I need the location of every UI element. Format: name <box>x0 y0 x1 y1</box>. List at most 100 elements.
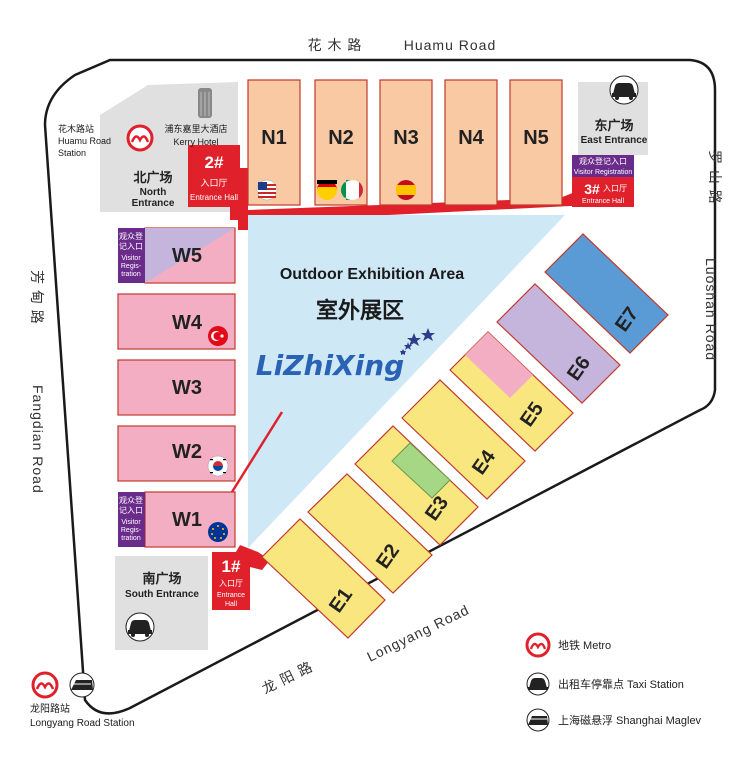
metro-icon <box>525 632 551 658</box>
hall-w5-lavender-part <box>145 228 235 283</box>
road-north-en: Huamu Road <box>404 37 497 53</box>
taxi-icon <box>609 75 639 105</box>
vr-w1-en2: Regis- <box>121 527 142 534</box>
metro-icon <box>31 671 59 699</box>
hall-label-w4: W4 <box>172 312 203 334</box>
entrance-hall-2-en: Entrance Hall <box>190 193 238 202</box>
vr-east-en: Visitor Registration <box>574 169 633 176</box>
hall-label-n1: N1 <box>261 127 287 149</box>
marker-label: LiZhiXing <box>256 349 404 382</box>
legend-taxi: 出租车停靠点 Taxi Station <box>558 677 684 691</box>
italy-flag-icon <box>341 180 363 200</box>
entrance-hall-2-cn: 入口厅 <box>200 178 227 188</box>
taxi-icon <box>526 672 550 696</box>
entrance-hall-2-num: 2# <box>205 153 224 172</box>
hall-label-w1: W1 <box>172 509 202 531</box>
us-flag-icon <box>256 179 278 201</box>
hall-e3[interactable] <box>354 425 479 546</box>
hall-e7[interactable] <box>544 233 669 354</box>
east-corridor <box>248 190 590 222</box>
vr-w5-cn2: 记入口 <box>119 242 143 251</box>
entrance-hall-3[interactable] <box>572 177 634 207</box>
entrance-hall-1[interactable] <box>212 552 250 610</box>
vr-w5-en1: Visitor <box>121 255 141 262</box>
vr-w5-en3: tration <box>121 271 141 278</box>
entrance-hall-1-num: 1# <box>222 557 241 576</box>
korea-flag-icon <box>207 455 229 477</box>
hall-e3-green-area <box>391 442 451 499</box>
vr-w1-cn1: 观众登 <box>119 495 143 505</box>
hotel-building-icon <box>198 88 212 118</box>
star-icon <box>400 328 435 355</box>
legend-maglev: 上海磁悬浮 Shanghai Maglev <box>558 713 702 727</box>
outdoor-label-en: Outdoor Exhibition Area <box>280 266 464 283</box>
taxi-icon <box>125 612 155 642</box>
maglev-icon <box>69 672 95 698</box>
hall-w3[interactable] <box>117 359 236 416</box>
outdoor-label-cn: 室外展区 <box>316 298 404 323</box>
road-east-cn: 罗 山 路 <box>707 150 723 205</box>
road-north-cn: 花 木 路 <box>308 37 363 53</box>
east-entrance-en: East Entrance <box>581 135 648 146</box>
entrance-hall-3-en: Entrance Hall <box>582 198 624 205</box>
vr-w1-en1: Visitor <box>121 519 141 526</box>
hall-label-n4: N4 <box>458 127 484 149</box>
outdoor-exhibition-area <box>248 215 565 548</box>
vr-w1-cn2: 记入口 <box>119 506 143 515</box>
legend: 地铁 Metro 出租车停靠点 Taxi Station 上海磁悬浮 Shang… <box>525 632 702 732</box>
hall-e1[interactable] <box>261 518 386 639</box>
hall-label-n3: N3 <box>393 127 419 149</box>
longyang-station-en: Longyang Road Station <box>30 718 135 729</box>
entrance-hall-3-num: 3# <box>584 181 600 197</box>
north-entrance-en1: North <box>140 187 167 198</box>
visitor-registration-w1[interactable] <box>118 492 145 547</box>
hall-e2[interactable] <box>307 473 433 594</box>
huamu-station-en1: Huamu Road <box>58 136 111 146</box>
maglev-icon <box>526 708 550 732</box>
hall-label-n5: N5 <box>523 127 549 149</box>
hall-label-w3: W3 <box>172 377 202 399</box>
north-entrance-cn: 北广场 <box>133 170 172 185</box>
vr-w5-en2: Regis- <box>121 263 142 270</box>
huamu-station-en2: Station <box>58 148 86 158</box>
entrance-hall-2[interactable] <box>188 145 240 207</box>
hall-e4[interactable] <box>401 379 526 500</box>
hall-label-w2: W2 <box>172 441 202 463</box>
hall-e6[interactable] <box>496 283 621 404</box>
entrance-hall-3-cn: 入口厅 <box>603 184 627 193</box>
west-corridor <box>230 205 248 220</box>
eu-flag-icon <box>208 522 228 542</box>
entrance-hall-1-cn: 入口厅 <box>219 579 243 588</box>
huamu-station-cn: 花木路站 <box>58 123 94 134</box>
south-entrance-cn: 南广场 <box>142 571 181 586</box>
vr-east-cn: 观众登记入口 <box>579 156 627 166</box>
visitor-registration-w5[interactable] <box>118 228 145 283</box>
hotel-name-en: Kerry Hotel <box>173 137 218 147</box>
hall-n5[interactable] <box>509 79 563 206</box>
entrance-hall-1-en1: Entrance <box>217 592 245 599</box>
road-east-en: Luoshan Road <box>703 258 719 361</box>
germany-flag-icon <box>317 180 337 200</box>
visitor-registration-east[interactable] <box>572 155 634 177</box>
east-entrance-cn: 东广场 <box>594 118 633 133</box>
road-south-en: Longyang Road <box>364 601 472 664</box>
hall-label-n2: N2 <box>328 127 354 149</box>
vr-w5-cn1: 观众登 <box>119 231 143 241</box>
turkey-flag-icon <box>208 326 228 346</box>
hall-label-w5: W5 <box>172 245 202 267</box>
hotel-name-cn: 浦东嘉里大酒店 <box>164 123 227 134</box>
south-entrance-en: South Entrance <box>125 589 199 600</box>
north-entrance-en2: Entrance <box>132 198 175 209</box>
road-west-cn: 芳 甸 路 <box>29 270 45 325</box>
vr-w1-en3: tration <box>121 535 141 542</box>
road-south-cn: 龙 阳 路 <box>259 658 315 696</box>
hall-n4[interactable] <box>444 79 498 206</box>
road-west-en: Fangdian Road <box>30 385 46 494</box>
metro-icon <box>126 124 154 152</box>
entrance-hall-1-en2: Hall <box>225 601 238 608</box>
legend-metro: 地铁 Metro <box>558 639 611 652</box>
hall-e5-pink-part <box>465 332 533 398</box>
longyang-station-cn: 龙阳路站 <box>30 702 70 715</box>
spain-flag-icon <box>396 180 416 200</box>
